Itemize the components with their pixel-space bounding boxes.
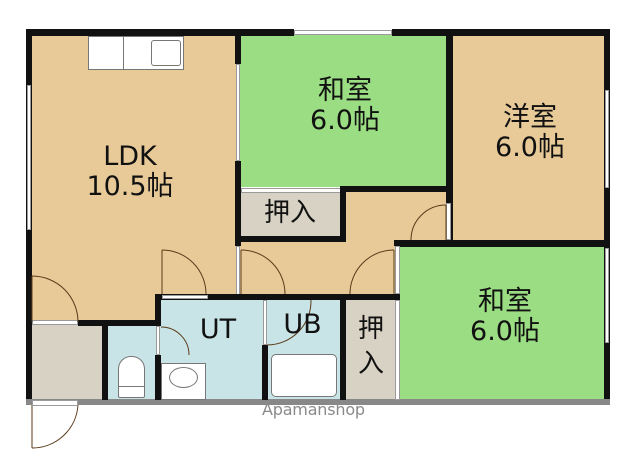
ldk-floor-lower: [32, 298, 157, 322]
wall-ldk-washitsu: [235, 29, 241, 64]
wall-genkan-toilet: [102, 324, 108, 400]
ldk-size: 10.5帖: [86, 171, 174, 203]
washbasin-bowl: [169, 367, 198, 388]
washitsu-top-size: 6.0帖: [310, 105, 380, 137]
washitsu-top-floor: [240, 35, 447, 187]
door-ut-opening: [162, 295, 208, 299]
youshitsu-name: 洋室: [503, 102, 557, 133]
oshiire-right-label: 押 入: [350, 312, 392, 382]
ut-label: UT: [188, 314, 248, 345]
ub-name: UB: [283, 309, 322, 340]
wall-ldk-washitsu-lower: [235, 161, 241, 246]
window-right-top: [605, 90, 609, 188]
toilet-icon: [118, 356, 145, 398]
outer-wall-right: [604, 29, 610, 404]
oshiire-right-line1: 押: [357, 314, 384, 344]
fusuma-oshiire-right: [395, 300, 400, 400]
wall-youshitsu-bottom: [395, 240, 610, 247]
youshitsu-size: 6.0帖: [495, 132, 565, 164]
wall-oshiire-right: [340, 188, 346, 242]
ut-name: UT: [199, 314, 237, 345]
toilet-tank-line: [118, 386, 145, 387]
genkan-floor: [32, 325, 102, 400]
wall-ut-ub: [262, 345, 268, 400]
wall-oshiire-bottom: [235, 236, 346, 242]
washitsu-top-name: 和室: [318, 75, 372, 106]
outer-wall-top-left: [26, 29, 294, 36]
wall-ldk-bottom: [78, 320, 161, 326]
oshiire-right-floor: [346, 300, 396, 400]
window-right-bottom: [605, 248, 609, 343]
wall-toilet-ut: [155, 355, 161, 400]
door-ub: [263, 300, 267, 345]
wall-ub-oshiire: [340, 296, 346, 400]
wall-washitsu-hall: [340, 186, 450, 192]
oshiire-top-name: 押入: [263, 198, 316, 228]
door-washitsu-bottom: [395, 246, 400, 294]
youshitsu-label: 洋室 6.0帖: [455, 102, 605, 164]
ldk-label: LDK 10.5帖: [60, 141, 200, 203]
washitsu-bottom-label: 和室 6.0帖: [430, 286, 580, 348]
window-top: [294, 30, 392, 35]
ub-label: UB: [270, 309, 335, 340]
hallway-floor: [240, 238, 400, 296]
sink-icon: [151, 40, 181, 66]
oshiire-top-floor: [240, 192, 340, 238]
bathtub-icon: [271, 354, 337, 397]
wall-ldk-step: [155, 294, 161, 324]
wall-hall-bottom: [155, 294, 400, 300]
wall-washitsu-youshitsu: [446, 29, 453, 242]
washitsu-bottom-floor: [400, 247, 605, 400]
door-toilet: [156, 326, 160, 355]
entrance-door: [32, 400, 78, 406]
washitsu-bottom-name: 和室: [478, 286, 532, 317]
oshiire-right-line2: 入: [357, 349, 384, 380]
watermark: Apamanshop: [262, 400, 365, 419]
outer-wall-bottom: [26, 399, 610, 405]
window-left: [27, 85, 31, 230]
oshiire-top-label: 押入: [240, 198, 340, 228]
door-ldk-genkan: [32, 320, 78, 325]
sliding-door-ldk-washitsu: [236, 64, 240, 161]
youshitsu-floor: [452, 35, 605, 240]
ldk-floor: [32, 35, 237, 300]
washitsu-top-label: 和室 6.0帖: [270, 75, 420, 137]
hallway-floor-upper: [345, 192, 450, 242]
wall-hall-washitsu-bottom: [394, 240, 400, 246]
kitchen-counter-divider: [123, 36, 124, 70]
washitsu-bottom-size: 6.0帖: [470, 316, 540, 348]
ldk-name: LDK: [103, 141, 157, 172]
outer-wall-top-right: [392, 29, 610, 36]
